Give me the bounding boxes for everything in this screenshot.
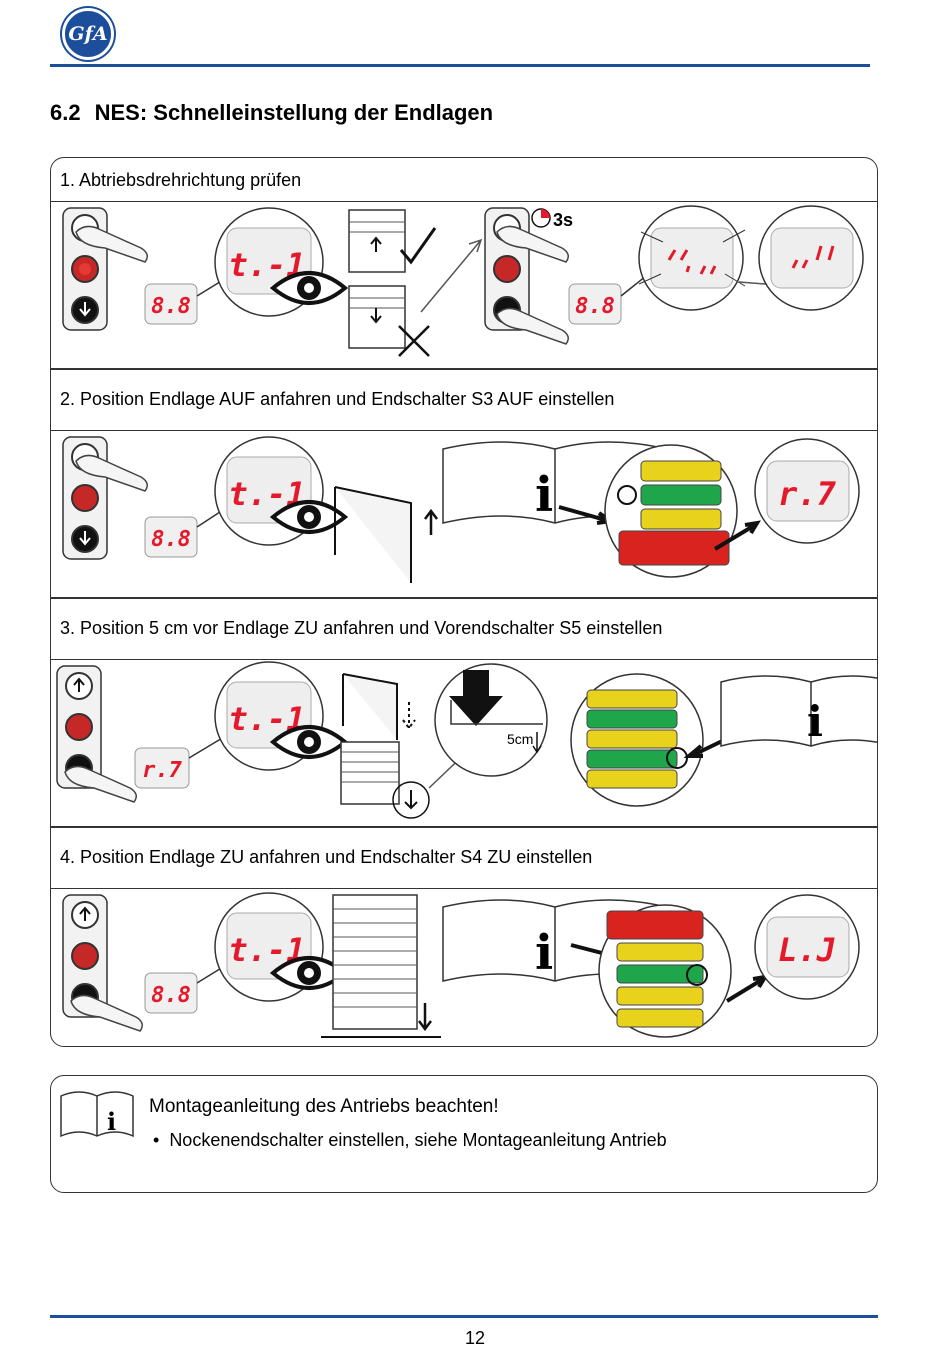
finger-icon-3 <box>496 307 569 345</box>
gfa-logo: GfA <box>62 8 114 60</box>
note-bullet-text: Nockenendschalter einstellen, siehe Mont… <box>169 1130 667 1150</box>
small-display-2: 8.8 <box>568 283 622 325</box>
footer-rule <box>50 1315 878 1318</box>
door-closed-icon <box>321 894 441 1038</box>
distance-detail: 5cm <box>434 663 548 777</box>
svg-text:8.8: 8.8 <box>575 294 615 319</box>
page-number: 12 <box>464 1328 486 1348</box>
svg-text:L.J: L.J <box>778 931 836 969</box>
pointer-arrow-2 <box>713 520 761 551</box>
step-1-header: 1. Abtriebsdrehrichtung prüfen <box>51 158 877 202</box>
step-1-illustration: 8.8 t.-1 <box>62 205 864 357</box>
section-title-text: NES: Schnelleinstellung der Endlagen <box>94 100 494 125</box>
step-3-illustration: r.7 t.-1 5cm <box>56 661 877 819</box>
step-4-illustration: 8.8 t.-1 i <box>62 892 860 1038</box>
next-arrow <box>420 238 483 313</box>
finger-icon <box>75 225 148 263</box>
finger-icon <box>64 765 137 803</box>
timer-label: 3s <box>553 210 573 230</box>
pointer-arrow-2 <box>725 974 769 1003</box>
step-3-label: 3. Position 5 cm vor Endlage ZU anfahren… <box>60 618 663 638</box>
svg-text:8.8: 8.8 <box>151 527 191 552</box>
step-2-label: 2. Position Endlage AUF anfahren und End… <box>60 389 615 409</box>
note-panel: i Montageanleitung des Antriebs beachten… <box>50 1075 878 1193</box>
small-display: 8.8 <box>144 516 198 558</box>
step-3-header: 3. Position 5 cm vor Endlage ZU anfahren… <box>51 598 877 660</box>
limit-switch-detail <box>570 673 704 807</box>
svg-text:r.7: r.7 <box>142 758 182 783</box>
small-display: 8.8 <box>144 972 198 1014</box>
step-divider <box>51 597 877 599</box>
svg-text:8.8: 8.8 <box>151 294 191 319</box>
svg-text:8.8: 8.8 <box>151 983 191 1008</box>
magnified-result-display: L.J <box>754 894 860 1000</box>
step-2-illustration: 8.8 t.-1 i <box>62 436 860 583</box>
eye-icon <box>269 271 349 305</box>
note-bullet: • Nockenendschalter einstellen, siehe Mon… <box>153 1130 667 1151</box>
eye-icon <box>269 500 349 534</box>
steps-panel: 1. Abtriebsdrehrichtung prüfen 8.8 t.-1 <box>50 157 878 1047</box>
eye-icon <box>269 956 349 990</box>
svg-text:i: i <box>535 925 553 981</box>
svg-text:r.7: r.7 <box>778 475 837 513</box>
distance-label: 5cm <box>507 731 533 747</box>
door-open-icon <box>342 673 416 740</box>
check-icon <box>399 227 437 265</box>
manual-book-icon: i <box>720 675 877 747</box>
step-1-label: 1. Abtriebsdrehrichtung prüfen <box>60 170 302 190</box>
limit-switch-detail <box>598 904 732 1038</box>
header-rule <box>50 64 870 67</box>
step-divider <box>51 826 877 828</box>
finger-icon <box>75 454 148 492</box>
note-title: Montageanleitung des Antriebs beachten! <box>149 1096 499 1117</box>
svg-text:i: i <box>807 697 823 746</box>
svg-text:i: i <box>535 467 553 523</box>
step-divider <box>51 368 877 370</box>
cross-icon <box>398 325 430 357</box>
step-4-label: 4. Position Endlage ZU anfahren und Ends… <box>60 847 593 867</box>
manual-book-icon: i <box>60 1091 134 1138</box>
magnified-result-display: r.7 <box>754 438 860 544</box>
small-display: 8.8 <box>144 283 198 325</box>
bullet-symbol: • <box>153 1130 160 1150</box>
finger-icon <box>70 994 143 1032</box>
finger-icon-2 <box>496 225 569 263</box>
door-up-icon <box>348 209 406 273</box>
small-display: r.7 <box>134 747 190 789</box>
section-number: 6.2 <box>50 100 81 125</box>
step-2-header: 2. Position Endlage AUF anfahren und End… <box>51 369 877 431</box>
limit-switch-detail <box>604 444 738 578</box>
section-title: 6.2 NES: Schnelleinstellung der Endlagen <box>50 100 493 126</box>
svg-text:i: i <box>107 1107 116 1136</box>
door-open-icon <box>334 486 438 583</box>
step-4-header: 4. Position Endlage ZU anfahren und Ends… <box>51 827 877 889</box>
door-near-closed-icon <box>340 741 430 819</box>
door-down-icon <box>348 285 406 349</box>
magnified-blinking-display <box>638 205 746 311</box>
timer-icon <box>531 208 551 228</box>
magnified-result-display <box>758 205 864 311</box>
